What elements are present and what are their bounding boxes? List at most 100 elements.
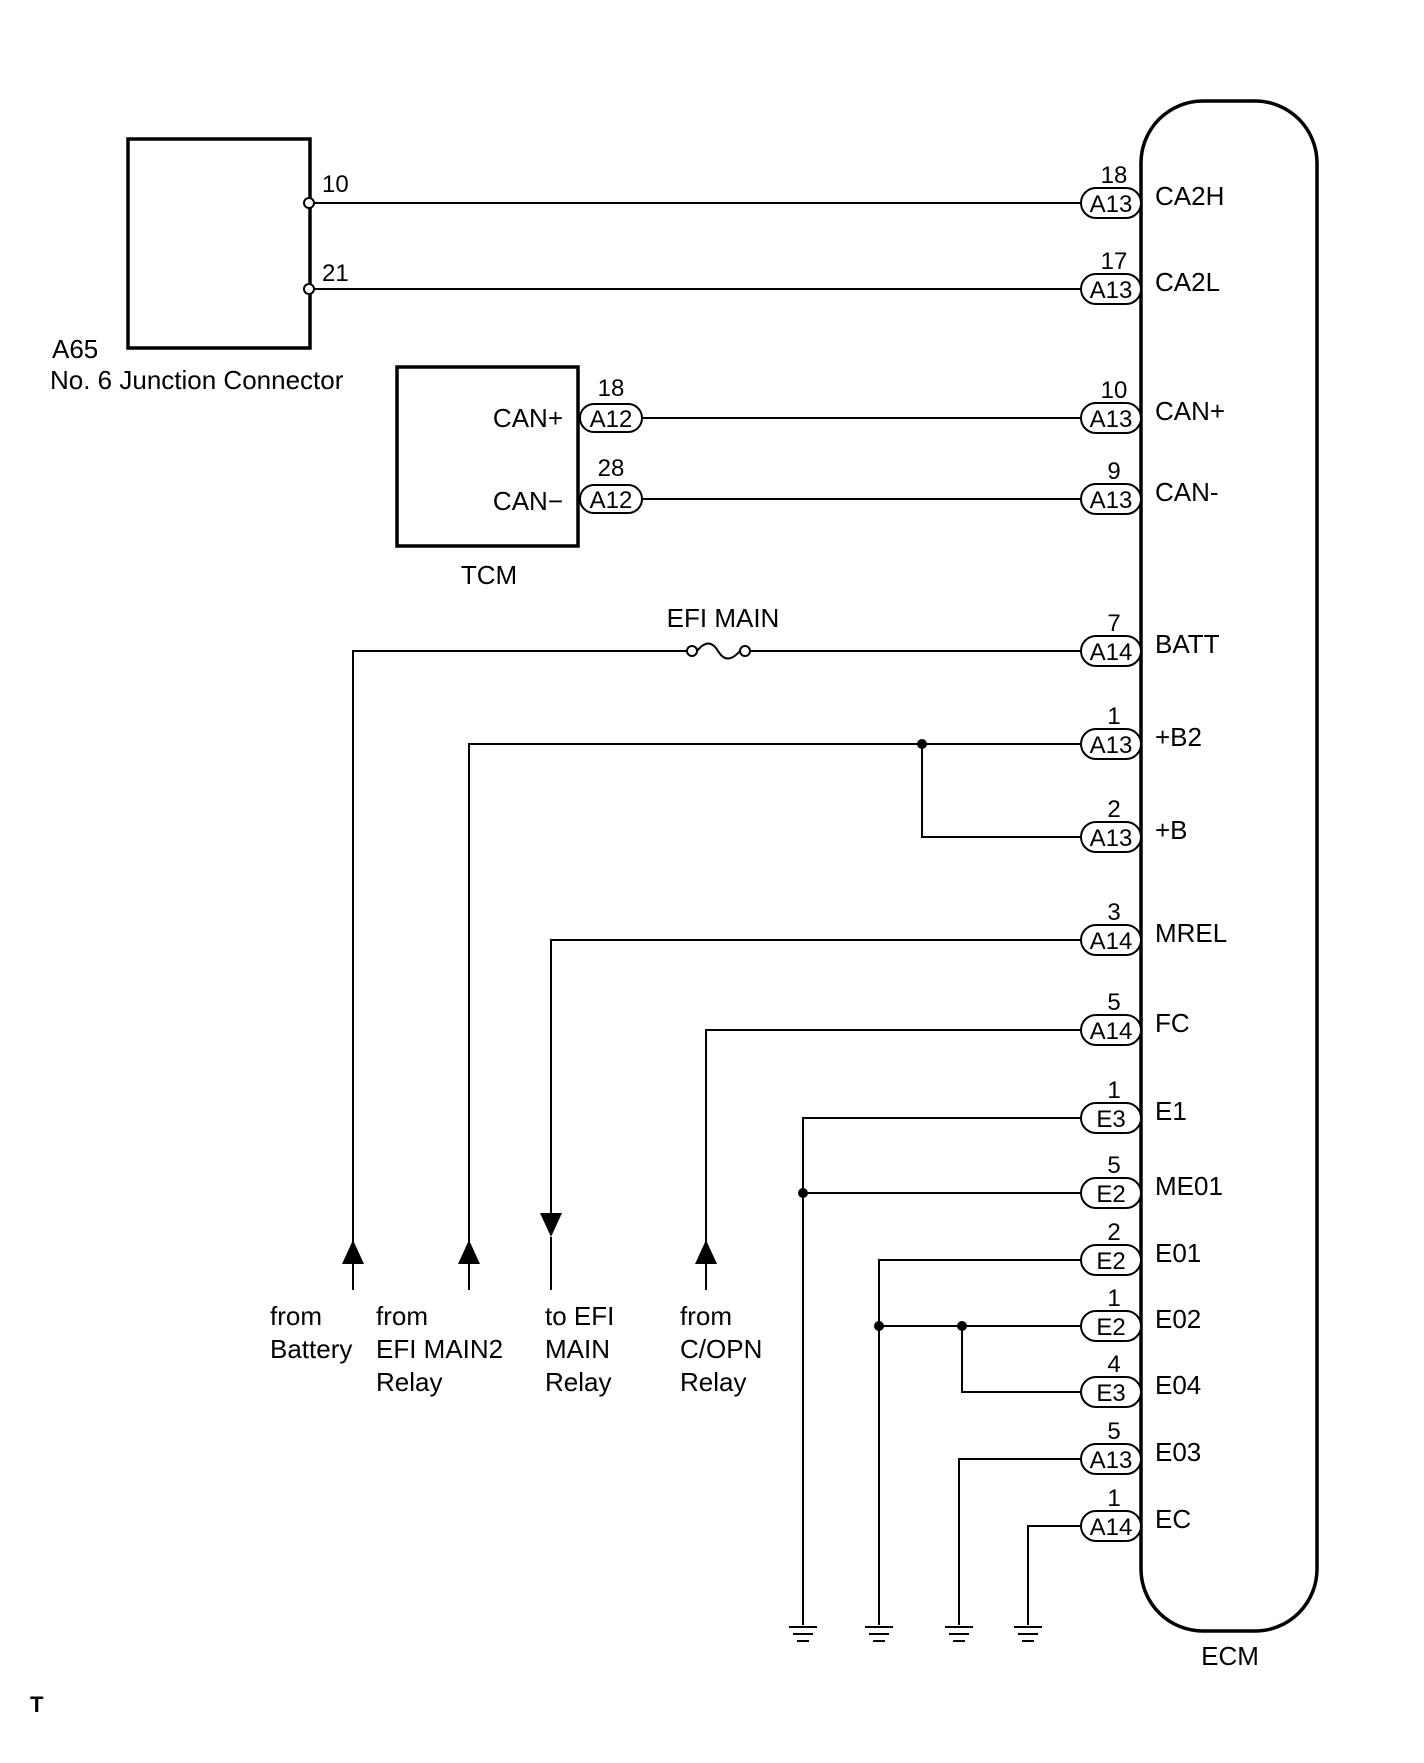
svg-text:CA2H: CA2H [1155,181,1224,211]
wire-plus-b [921,744,1081,838]
svg-text:C/OPN: C/OPN [680,1334,762,1364]
svg-text:MAIN: MAIN [545,1334,610,1364]
wire-e04 [961,1326,1081,1393]
tcm-connector-can-minus: A12 28 [579,455,643,514]
wire-e01 [878,1259,1081,1625]
svg-text:A12: A12 [590,487,633,514]
svg-text:A13: A13 [1090,191,1133,218]
efi-main-fuse [686,642,751,660]
svg-text:to EFI: to EFI [545,1301,614,1331]
svg-text:2: 2 [1107,796,1120,823]
footer-mark: T [30,1692,44,1717]
ecm-box [1139,99,1319,1633]
splice-me01 [798,1188,808,1198]
svg-text:+B2: +B2 [1155,722,1202,752]
splice-e04 [957,1321,967,1331]
svg-text:from: from [376,1301,428,1331]
svg-text:from: from [270,1301,322,1331]
ground-symbol-2 [865,1626,893,1642]
ground-symbol-4 [1014,1626,1042,1642]
ecm-connector-pins: A1318CA2HA1317CA2LA1310CAN+A139CAN-A147B… [1080,162,1227,1542]
lead-label-to-efi-main: to EFI MAIN Relay [545,1301,614,1397]
svg-text:18: 18 [1101,162,1128,189]
junction-pin-21: 21 [322,260,349,287]
svg-text:A13: A13 [1090,825,1133,852]
svg-text:Relay: Relay [376,1367,442,1397]
junction-pin-10: 10 [322,171,349,198]
tcm-connector-can-plus: A12 18 [579,375,643,433]
junction-connector-box [126,137,312,350]
arrow-to-efi-main [540,1213,562,1237]
junction-terminal-10 [303,197,315,209]
svg-text:2: 2 [1107,1219,1120,1246]
wire-battery-fuse [352,650,688,1290]
wire-e1 [802,1117,1081,1625]
splice-plus-b [917,739,927,749]
efi-main-fuse-label: EFI MAIN [667,603,780,633]
arrow-from-battery [342,1240,364,1264]
svg-text:+B: +B [1155,815,1188,845]
svg-text:7: 7 [1107,610,1120,637]
svg-text:4: 4 [1107,1351,1120,1378]
tcm-box [395,365,580,548]
svg-text:EC: EC [1155,1504,1191,1534]
svg-text:1: 1 [1107,1285,1120,1312]
junction-terminal-21 [303,283,315,295]
svg-text:E04: E04 [1155,1370,1201,1400]
svg-text:CAN-: CAN- [1155,477,1219,507]
svg-text:E03: E03 [1155,1437,1201,1467]
lead-label-from-copn: from C/OPN Relay [680,1301,762,1397]
ground-symbol-3 [945,1626,973,1642]
svg-text:EFI MAIN2: EFI MAIN2 [376,1334,503,1364]
svg-text:1: 1 [1107,1485,1120,1512]
wire-mrel [550,939,1081,1213]
svg-text:A13: A13 [1090,406,1133,433]
ground-symbol-1 [789,1626,817,1642]
wire-efi-main2 [468,743,1081,1264]
svg-text:A12: A12 [590,406,633,433]
svg-text:5: 5 [1107,989,1120,1016]
wire-ec [1027,1525,1081,1625]
svg-text:A14: A14 [1090,639,1133,666]
junction-connector-name: No. 6 Junction Connector [50,365,344,395]
ecm-label: ECM [1201,1641,1259,1671]
lead-label-from-efi-main2: from EFI MAIN2 Relay [376,1301,503,1397]
svg-text:9: 9 [1107,458,1120,485]
junction-connector-id: A65 [52,334,98,364]
svg-text:from: from [680,1301,732,1331]
svg-text:Battery: Battery [270,1334,352,1364]
svg-text:E1: E1 [1155,1096,1187,1126]
svg-text:1: 1 [1107,1077,1120,1104]
splice-e02 [874,1321,884,1331]
svg-text:FC: FC [1155,1008,1190,1038]
svg-text:CA2L: CA2L [1155,267,1220,297]
svg-text:A14: A14 [1090,1514,1133,1541]
svg-text:E3: E3 [1096,1106,1125,1133]
tcm-label: TCM [461,560,517,590]
svg-text:E2: E2 [1096,1248,1125,1275]
svg-text:18: 18 [598,375,625,402]
svg-text:CAN+: CAN+ [1155,396,1225,426]
wire-e03 [958,1458,1081,1625]
arrow-from-copn [695,1240,717,1264]
lead-label-from-battery: from Battery [270,1301,352,1364]
arrow-from-efi-main2 [458,1240,480,1264]
svg-text:3: 3 [1107,899,1120,926]
svg-text:A13: A13 [1090,487,1133,514]
svg-text:BATT: BATT [1155,629,1220,659]
svg-text:A13: A13 [1090,732,1133,759]
svg-text:1: 1 [1107,703,1120,730]
tcm-can-plus-label: CAN+ [493,403,563,433]
